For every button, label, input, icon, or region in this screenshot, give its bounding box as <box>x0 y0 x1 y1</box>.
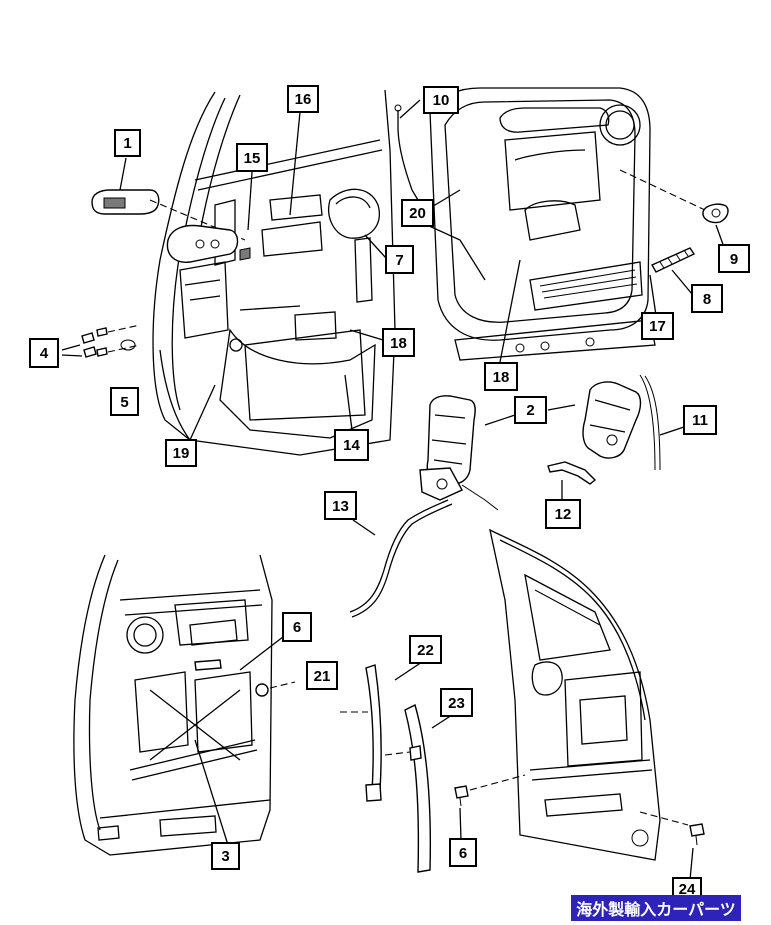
bolt-24 <box>689 823 705 846</box>
callout-5: 5 <box>110 387 139 416</box>
exterior-door-handle <box>91 189 246 241</box>
bolt-6 <box>454 785 469 807</box>
svg-text:6: 6 <box>459 845 467 862</box>
callout-11: 11 <box>683 405 717 435</box>
rear-door-regulator-panel <box>73 554 296 856</box>
lock-rod <box>394 104 419 201</box>
svg-text:8: 8 <box>703 291 711 308</box>
callout-17: 17 <box>641 312 674 340</box>
latch-link-rod <box>547 461 597 485</box>
callout-22: 22 <box>409 635 442 664</box>
callout-18a: 18 <box>382 328 415 357</box>
svg-text:18: 18 <box>390 335 407 352</box>
callout-19: 19 <box>165 439 197 467</box>
callout-23: 23 <box>440 688 473 717</box>
svg-text:16: 16 <box>295 91 312 108</box>
svg-text:2: 2 <box>526 402 534 419</box>
callout-4: 4 <box>29 338 59 368</box>
door-latch-assembly-left <box>419 395 499 511</box>
svg-text:21: 21 <box>314 668 331 685</box>
callout-7: 7 <box>385 245 414 274</box>
svg-text:23: 23 <box>448 695 465 712</box>
inside-handle-bezel <box>166 224 251 263</box>
callout-2: 2 <box>514 396 547 424</box>
callout-12: 12 <box>545 499 581 529</box>
callout-20: 20 <box>401 199 434 227</box>
svg-text:19: 19 <box>173 445 190 462</box>
svg-text:1: 1 <box>123 135 131 152</box>
glass-run-channel-23 <box>384 703 432 873</box>
callout-14: 14 <box>334 429 369 461</box>
svg-text:5: 5 <box>120 394 128 411</box>
svg-text:11: 11 <box>692 412 708 429</box>
callout-9: 9 <box>718 244 750 273</box>
callout-21: 21 <box>306 661 338 690</box>
svg-text:3: 3 <box>221 848 229 865</box>
svg-text:20: 20 <box>409 205 426 222</box>
callout-18b: 18 <box>484 362 518 391</box>
svg-text:12: 12 <box>555 506 572 523</box>
glass-run-channel-22 <box>340 664 382 802</box>
svg-text:15: 15 <box>244 150 261 167</box>
fastener-bolts <box>81 324 141 358</box>
watermark-banner: 海外製輸入カーパーツ <box>571 895 741 921</box>
rear-door-trim-panel <box>429 87 729 361</box>
svg-text:10: 10 <box>433 92 450 109</box>
door-latch-assembly-right <box>582 374 661 471</box>
svg-text:7: 7 <box>395 252 403 269</box>
callout-13: 13 <box>324 491 357 520</box>
callout-10: 10 <box>423 86 459 114</box>
svg-text:14: 14 <box>343 437 360 454</box>
svg-text:9: 9 <box>730 251 738 268</box>
callout-15: 15 <box>236 143 268 172</box>
latch-cable <box>349 499 453 618</box>
callout-6b: 6 <box>449 838 477 867</box>
callout-3: 3 <box>211 842 240 870</box>
front-door-inner-panel <box>152 89 396 456</box>
svg-text:4: 4 <box>40 345 49 362</box>
svg-text:18: 18 <box>493 369 510 386</box>
svg-text:13: 13 <box>332 498 349 515</box>
rear-door-frame <box>469 528 689 861</box>
callout-8: 8 <box>691 284 723 313</box>
svg-text:17: 17 <box>649 318 666 335</box>
svg-text:22: 22 <box>417 642 434 659</box>
leader-lines <box>61 99 726 881</box>
callout-1: 1 <box>114 129 141 157</box>
svg-text:6: 6 <box>293 619 301 636</box>
callout-16: 16 <box>287 85 319 113</box>
callout-6a: 6 <box>282 612 312 642</box>
svg-text:24: 24 <box>679 881 696 898</box>
